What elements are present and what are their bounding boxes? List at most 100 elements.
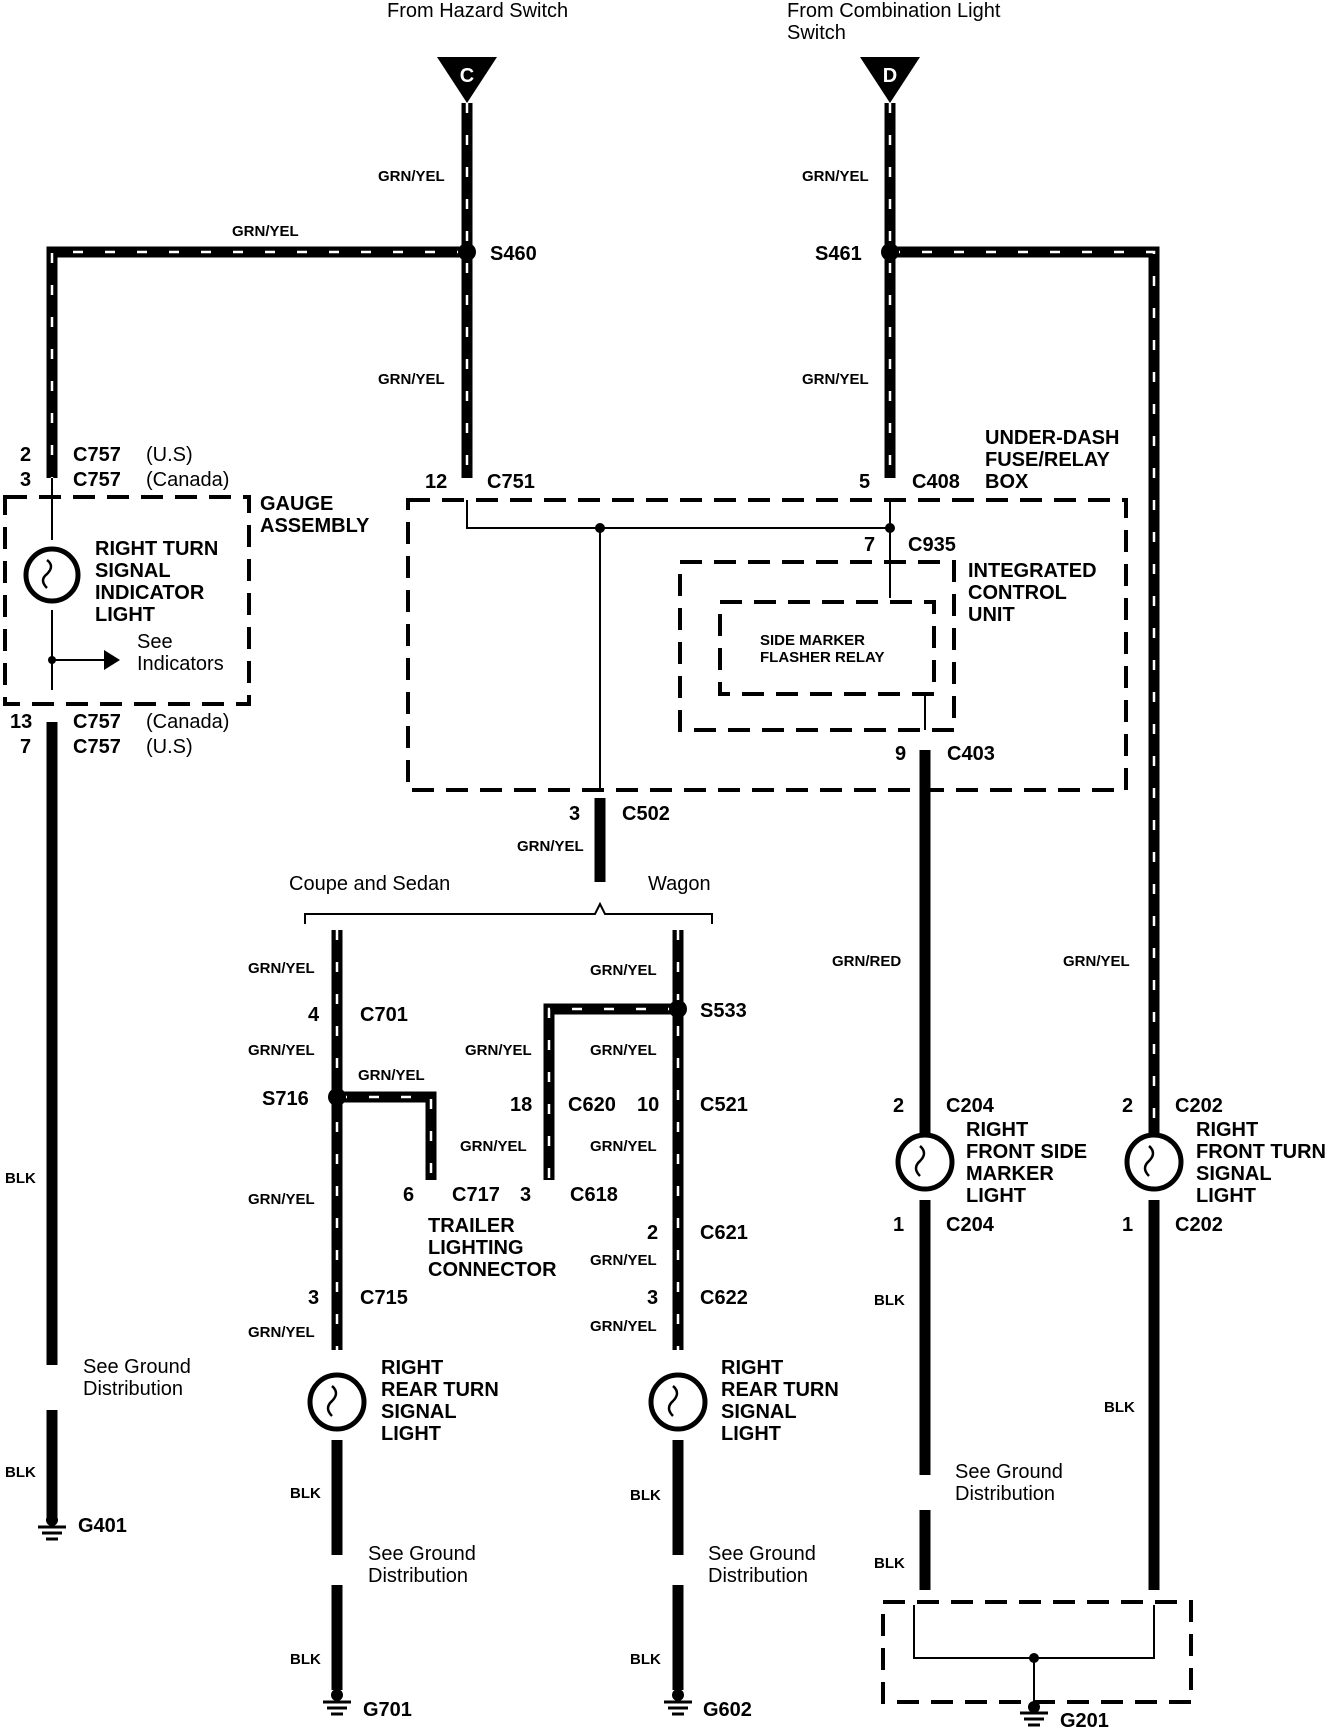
wire-label: GRN/YEL: [590, 1138, 657, 1155]
connector-c403-label: C403: [947, 743, 995, 765]
ground-g701-label: G701: [363, 1699, 412, 1721]
pin-label: 3: [647, 1287, 658, 1309]
connector-c618-label: C618: [570, 1184, 618, 1206]
pin-label: 1: [1122, 1214, 1133, 1236]
see-ground-label: See Ground: [83, 1356, 191, 1378]
see-ground-label: See Ground: [368, 1543, 476, 1565]
indicator-arrow: [104, 650, 120, 670]
ground-g602-label: G602: [703, 1699, 752, 1721]
connector-c935-label: C935: [908, 534, 956, 556]
connector-c757-label: C757: [73, 444, 121, 466]
connector-c-letter: C: [460, 65, 474, 87]
front-side-marker-bulb-icon: [895, 1132, 955, 1192]
rear-turn-bulb-icon-wagon: [648, 1372, 708, 1432]
connector-c757-label: C757: [73, 711, 121, 733]
g201-ground-box: [881, 1600, 1193, 1704]
coupe-sedan-label: Coupe and Sedan: [289, 873, 450, 895]
splice-s716: [328, 1088, 346, 1106]
connector-c751-label: C751: [487, 471, 535, 493]
relay-label: SIDE MARKER: [760, 632, 865, 649]
wire-label: GRN/YEL: [378, 168, 445, 185]
connector-d-triangle: D: [860, 57, 920, 103]
rear-light-label: SIGNAL: [721, 1401, 797, 1423]
wire-network-grn-yel: [46, 103, 1160, 1350]
wire-label: GRN/YEL: [802, 371, 869, 388]
pin-label: 12: [425, 471, 447, 493]
from-combination-light-label-1: From Combination Light: [787, 0, 1001, 22]
wire-label: GRN/YEL: [248, 1191, 315, 1208]
splice-s716-label: S716: [262, 1088, 309, 1110]
see-ground-label: Distribution: [83, 1378, 183, 1400]
region-label: (U.S): [146, 444, 193, 466]
splice-s533: [669, 1000, 687, 1018]
wire-label: BLK: [5, 1170, 36, 1187]
rear-light-label: REAR TURN: [381, 1379, 499, 1401]
ground-g602-icon: [664, 1689, 692, 1716]
relay-label: FLASHER RELAY: [760, 649, 884, 666]
wire-label: GRN/YEL: [590, 1252, 657, 1269]
front-turn-signal-bulb-icon: [1124, 1132, 1184, 1192]
pin-label: 6: [403, 1184, 414, 1206]
ground-g201-label: G201: [1060, 1710, 1109, 1732]
wire-label: BLK: [874, 1292, 905, 1309]
wire-label: GRN/YEL: [248, 1042, 315, 1059]
wire-label: BLK: [1104, 1399, 1135, 1416]
side-marker-label: RIGHT: [966, 1119, 1028, 1141]
rear-light-label: RIGHT: [721, 1357, 783, 1379]
wire-label: GRN/YEL: [465, 1042, 532, 1059]
connector-c521-label: C521: [700, 1094, 748, 1116]
wire-label: GRN/YEL: [590, 1318, 657, 1335]
fuse-box-label: UNDER-DASH: [985, 427, 1119, 449]
side-marker-flasher-relay-box: [718, 600, 936, 696]
connector-c204-label: C204: [946, 1214, 995, 1236]
region-label: (Canada): [146, 711, 229, 733]
pin-label: 3: [569, 803, 580, 825]
fuse-box-label: BOX: [985, 471, 1029, 493]
wire-label: GRN/RED: [832, 953, 901, 970]
pin-label: 7: [864, 534, 875, 556]
pin-label: 2: [20, 444, 31, 466]
pin-label: 18: [510, 1094, 532, 1116]
see-indicators-label: See: [137, 631, 173, 653]
connector-c202-label: C202: [1175, 1095, 1223, 1117]
splice-s533-label: S533: [700, 1000, 747, 1022]
pin-label: 9: [895, 743, 906, 765]
pin-label: 1: [893, 1214, 904, 1236]
front-turn-label: RIGHT: [1196, 1119, 1258, 1141]
icu-label: UNIT: [968, 604, 1015, 626]
connector-c757-label: C757: [73, 469, 121, 491]
pin-label: 10: [637, 1094, 659, 1116]
see-ground-label: See Ground: [955, 1461, 1063, 1483]
indicator-label: LIGHT: [95, 604, 155, 626]
see-indicators-label: Indicators: [137, 653, 224, 675]
splice-s461: [881, 243, 899, 261]
wire-label: GRN/YEL: [802, 168, 869, 185]
trailer-connector-label: CONNECTOR: [428, 1259, 557, 1281]
region-label: (U.S): [146, 736, 193, 758]
rear-light-label: RIGHT: [381, 1357, 443, 1379]
connector-c622-label: C622: [700, 1287, 748, 1309]
wire-label: GRN/YEL: [517, 838, 584, 855]
wire-label: GRN/YEL: [378, 371, 445, 388]
front-turn-label: FRONT TURN: [1196, 1141, 1326, 1163]
connector-c204-label: C204: [946, 1095, 995, 1117]
ground-g401-icon: [38, 1514, 66, 1541]
wire-label: GRN/YEL: [1063, 953, 1130, 970]
connector-c-triangle: C: [437, 57, 497, 103]
wire-label: GRN/YEL: [248, 1324, 315, 1341]
connector-c715-label: C715: [360, 1287, 408, 1309]
wire-label: GRN/YEL: [590, 1042, 657, 1059]
indicator-label: RIGHT TURN: [95, 538, 218, 560]
wire-label: GRN/YEL: [590, 962, 657, 979]
pin-label: 3: [20, 469, 31, 491]
rear-light-label: SIGNAL: [381, 1401, 457, 1423]
integrated-control-unit-box: [678, 560, 956, 732]
rear-light-label: LIGHT: [381, 1423, 441, 1445]
see-ground-label: Distribution: [708, 1565, 808, 1587]
rear-light-label: LIGHT: [721, 1423, 781, 1445]
splice-s460-label: S460: [490, 243, 537, 265]
wire-label: GRN/YEL: [248, 960, 315, 977]
see-ground-label: Distribution: [955, 1483, 1055, 1505]
indicator-bulb-icon: [23, 546, 81, 604]
